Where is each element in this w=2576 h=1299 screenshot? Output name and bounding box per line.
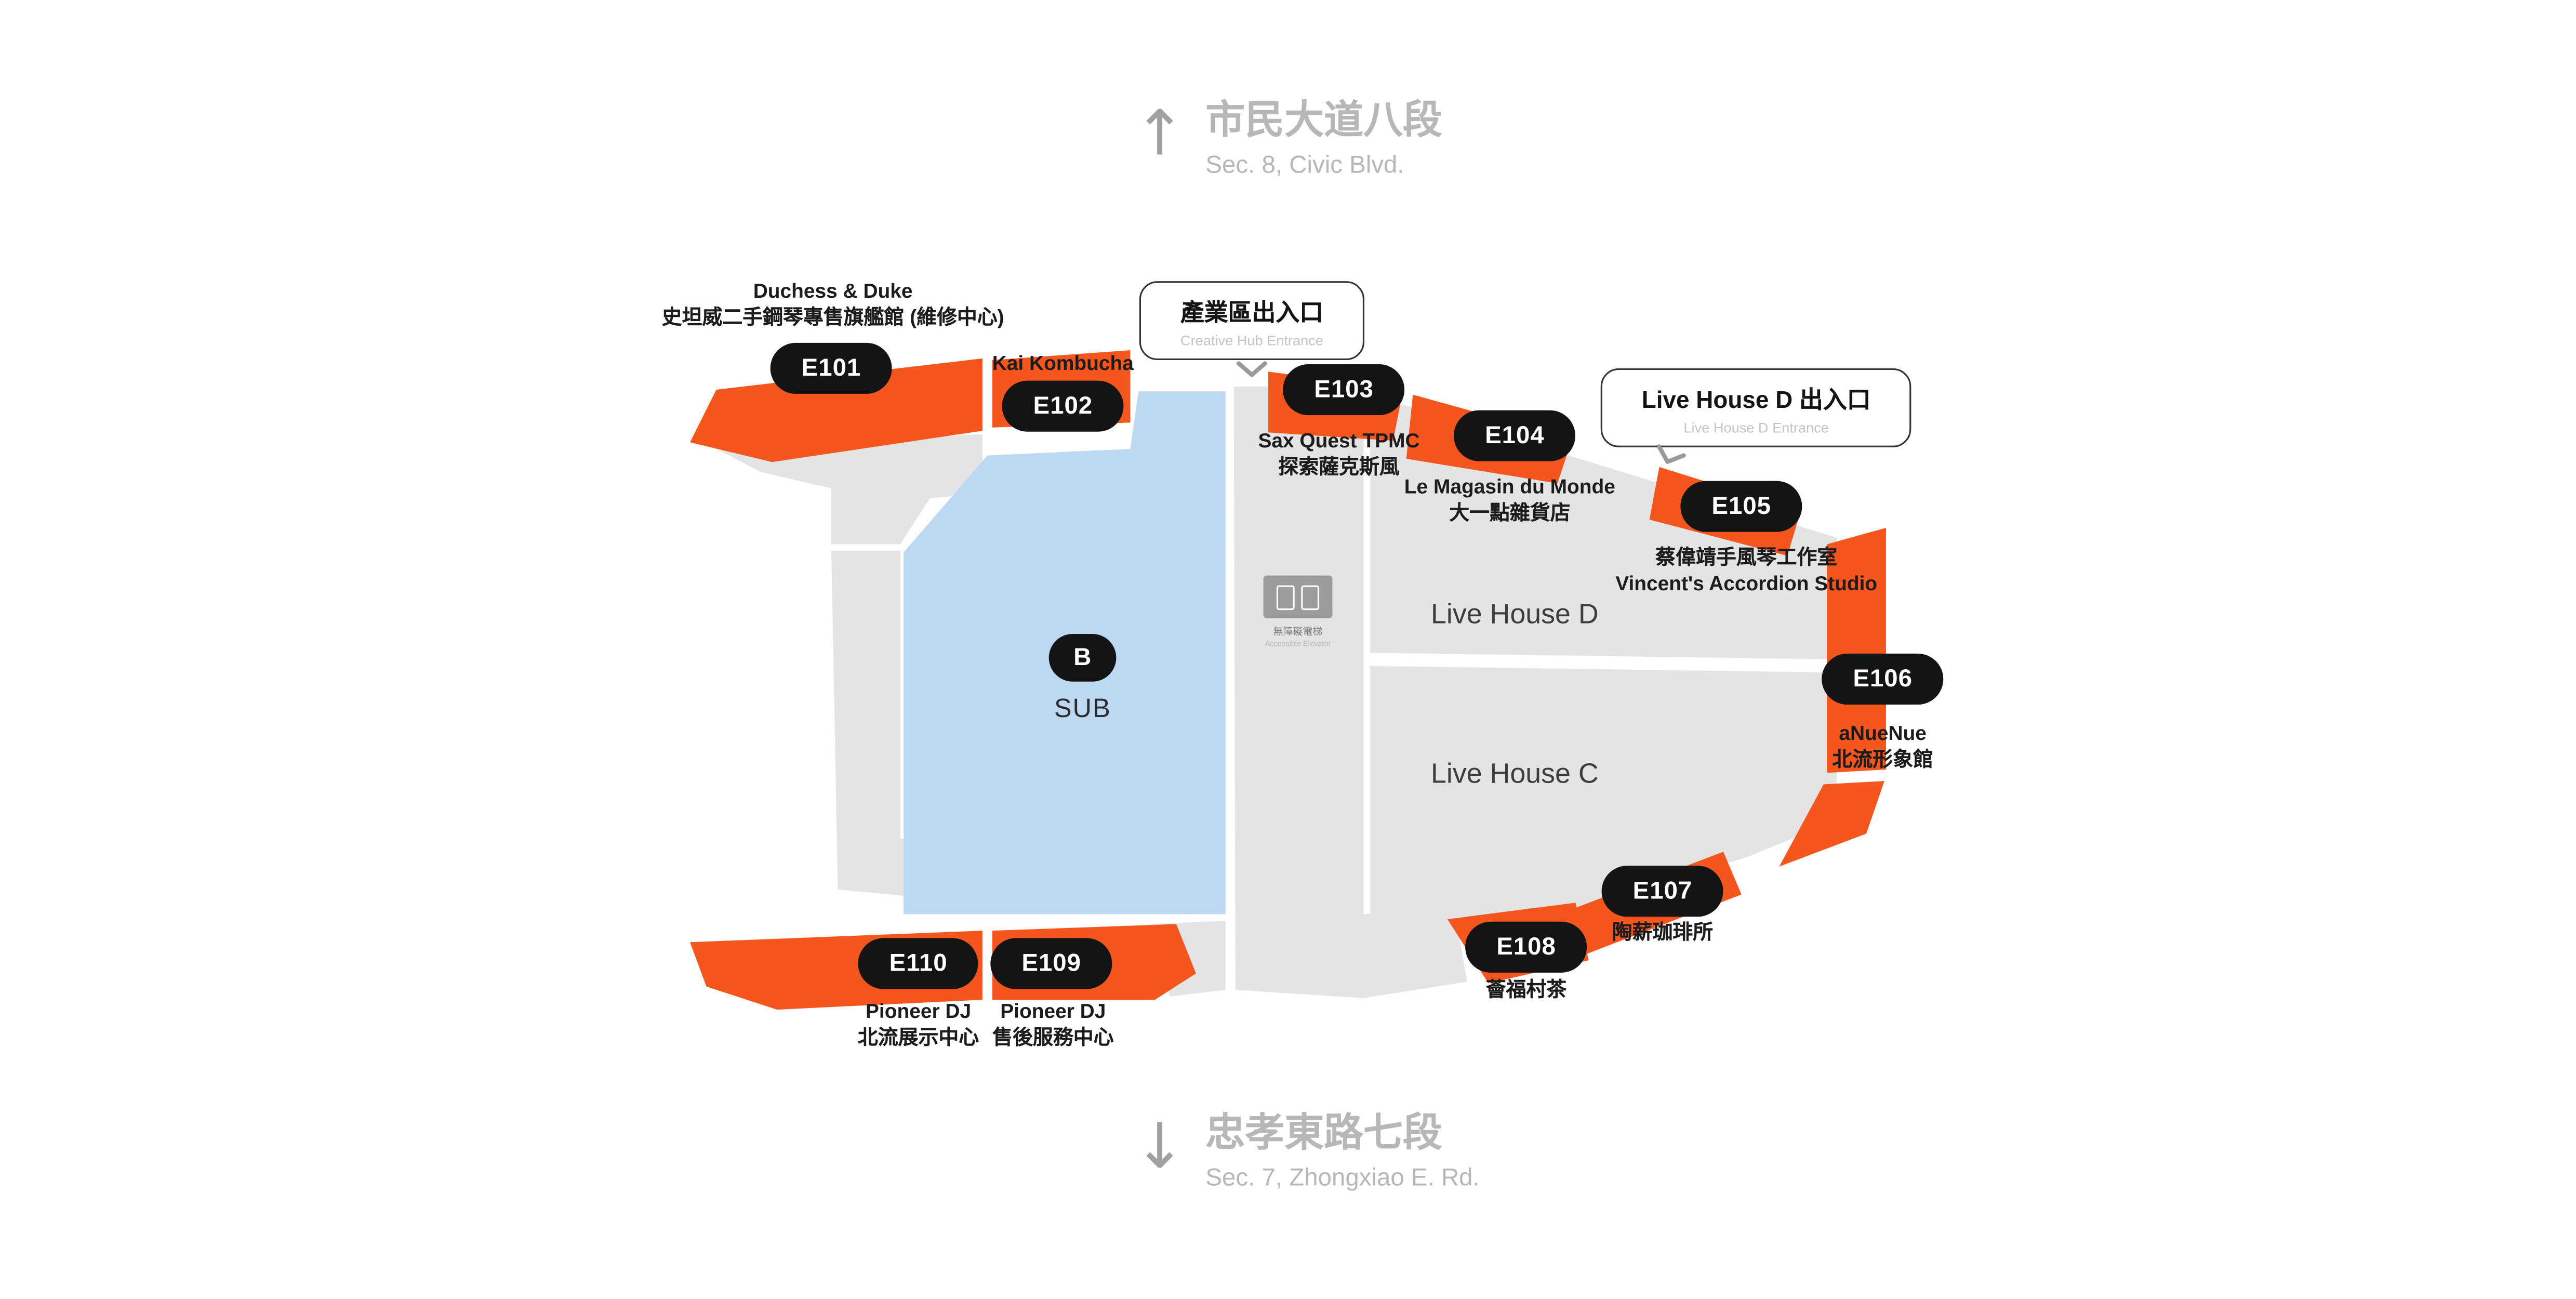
unit-label-e102: Kai Kombucha [992,352,1134,378]
street-bottom-en: Sec. 7, Zhongxiao E. Rd. [1205,1163,1480,1192]
unit-label-e107: 陶薪珈琲所 [1612,921,1713,947]
unit-label-line: Vincent's Accordion Studio [1615,572,1878,595]
unit-label-line: 陶薪珈琲所 [1612,921,1714,944]
facility-label-zh: 無障礙電梯 [1273,628,1323,638]
unit-badge-e109[interactable]: E109 [990,938,1113,989]
elevator-door-icon [1276,585,1295,609]
sub-label: SUB [1054,695,1111,724]
unit-badge-e107[interactable]: E107 [1601,866,1724,917]
entrance-callout-creative-hub: 產業區出入口 Creative Hub Entrance [1139,281,1365,361]
unit-label-line: 北流展示中心 [857,1025,979,1049]
chevron-down-icon [1657,444,1686,464]
unit-label-line: Sax Quest TPMC [1258,429,1420,453]
unit-label-e103: Sax Quest TPMC 探索薩克斯風 [1258,429,1419,481]
unit-shape-e106-lower[interactable] [1779,781,1884,867]
floor-area-left-band [719,434,982,545]
street-bottom-text: 忠孝東路七段 Sec. 7, Zhongxiao E. Rd. [1205,1111,1479,1191]
unit-badge-e102[interactable]: E102 [1002,380,1124,432]
unit-badge-e105[interactable]: E105 [1680,481,1803,532]
entrance-subtitle: Live House D Entrance [1683,419,1829,436]
unit-label-line: Pioneer DJ [865,1000,972,1023]
hall-d-label: Live House D [1431,598,1599,630]
entrance-title: 產業區出入口 [1180,301,1323,327]
unit-label-line: 北流形象館 [1832,748,1933,771]
street-bottom: ↓ 忠孝東路七段 Sec. 7, Zhongxiao E. Rd. [1134,1111,1480,1191]
unit-label-e104: Le Magasin du Monde 大一點雜貨店 [1404,475,1615,527]
elevator-icon [1263,575,1333,618]
unit-label-e106: aNueNue 北流形象館 [1832,722,1933,774]
floor-area-bottom-wedge [1363,906,1467,998]
floor-area-center-column [1233,386,1364,998]
unit-label-line: 大一點雜貨店 [1449,501,1571,524]
unit-badge-e110[interactable]: E110 [858,938,979,989]
unit-label-e108: 薈福村茶 [1486,978,1567,1004]
unit-label-e109: Pioneer DJ 售後服務中心 [992,1000,1113,1052]
unit-label-line: Le Magasin du Monde [1404,475,1615,498]
entrance-callout-livehouse-d: Live House D 出入口 Live House D Entrance [1600,368,1912,447]
unit-label-e101: Duchess & Duke 史坦威二手鋼琴專售旗艦館 (維修中心) [662,280,1004,332]
unit-label-line: Kai Kombucha [992,352,1134,375]
unit-shape-e101[interactable] [690,358,982,462]
unit-label-line: 薈福村茶 [1485,978,1567,1002]
entrance-subtitle: Creative Hub Entrance [1180,332,1323,349]
unit-label-e110: Pioneer DJ 北流展示中心 [858,1000,979,1052]
street-top-en: Sec. 8, Civic Blvd. [1205,150,1404,179]
arrow-up-icon: ↑ [1133,97,1186,169]
unit-badge-e104[interactable]: E104 [1453,410,1576,461]
street-top: ↑ 市民大道八段 Sec. 8, Civic Blvd. [1134,99,1442,179]
chevron-down-icon [1237,361,1267,377]
street-top-zh: 市民大道八段 [1205,98,1442,143]
unit-label-line: Duchess & Duke [753,279,913,303]
facility-label-en: Accessible Elevator [1265,640,1331,648]
elevator-door-icon [1301,585,1320,609]
unit-label-line: 探索薩克斯風 [1278,455,1400,479]
unit-label-line: aNueNue [1839,722,1927,745]
arrow-down-icon: ↓ [1133,1110,1186,1183]
street-bottom-zh: 忠孝東路七段 [1205,1111,1442,1156]
facility-accessible-elevator: 無障礙電梯 Accessible Elevator [1245,575,1350,648]
unit-badge-e103[interactable]: E103 [1283,364,1405,416]
street-top-text: 市民大道八段 Sec. 8, Civic Blvd. [1205,99,1442,179]
unit-label-e105: 蔡偉靖手風琴工作室 Vincent's Accordion Studio [1615,546,1877,598]
unit-label-line: 史坦威二手鋼琴專售旗艦館 (維修中心) [661,305,1004,329]
hall-c-label: Live House C [1431,758,1599,790]
floor-area-left-strip [831,551,943,900]
unit-badge-e101[interactable]: E101 [770,342,893,394]
unit-shape-e106-upper[interactable] [1827,527,1886,773]
sub-badge: B [1048,633,1117,682]
unit-badge-e106[interactable]: E106 [1822,653,1944,705]
unit-badge-e108[interactable]: E108 [1465,921,1587,973]
unit-label-line: 蔡偉靖手風琴工作室 [1655,546,1838,569]
unit-label-line: Pioneer DJ [1000,1000,1106,1023]
unit-label-line: 售後服務中心 [992,1025,1114,1049]
entrance-title: Live House D 出入口 [1641,388,1871,415]
